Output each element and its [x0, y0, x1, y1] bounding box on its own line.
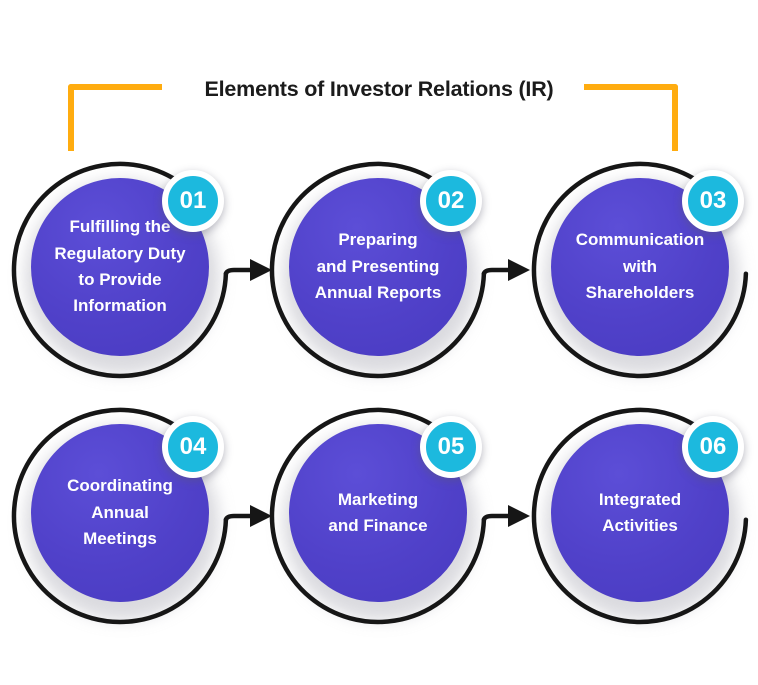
- title-bracket-left-icon: [68, 84, 162, 151]
- step-2-number-badge: 02: [420, 170, 482, 232]
- page-title: Elements of Investor Relations (IR): [204, 77, 554, 101]
- step-4-label: Coordinating Annual Meetings: [67, 476, 173, 549]
- step-1-label: Fulfilling the Regulatory Duty to Provid…: [54, 217, 186, 316]
- arrow-step4-to-step5: [226, 505, 272, 527]
- step-3-label: Communication with Shareholders: [575, 230, 705, 303]
- step-4-number-badge: 04: [162, 416, 224, 478]
- step-5-number-badge: 05: [420, 416, 482, 478]
- step-6-number-badge: 06: [682, 416, 744, 478]
- step-3-number-badge: 03: [682, 170, 744, 232]
- step-6-label: Integrated Activities: [598, 489, 682, 535]
- arrow-step5-to-step6: [484, 505, 530, 527]
- step-1-number-badge: 01: [162, 170, 224, 232]
- step-4-circle: Coordinating Annual Meetings: [31, 424, 209, 602]
- arrow-step1-to-step2: [226, 259, 272, 281]
- title-bracket-right-icon: [584, 84, 678, 151]
- step-2-label: Preparing and Presenting Annual Reports: [314, 230, 442, 303]
- step-5-label: Marketing and Finance: [328, 489, 428, 535]
- arrow-step2-to-step3: [484, 259, 530, 281]
